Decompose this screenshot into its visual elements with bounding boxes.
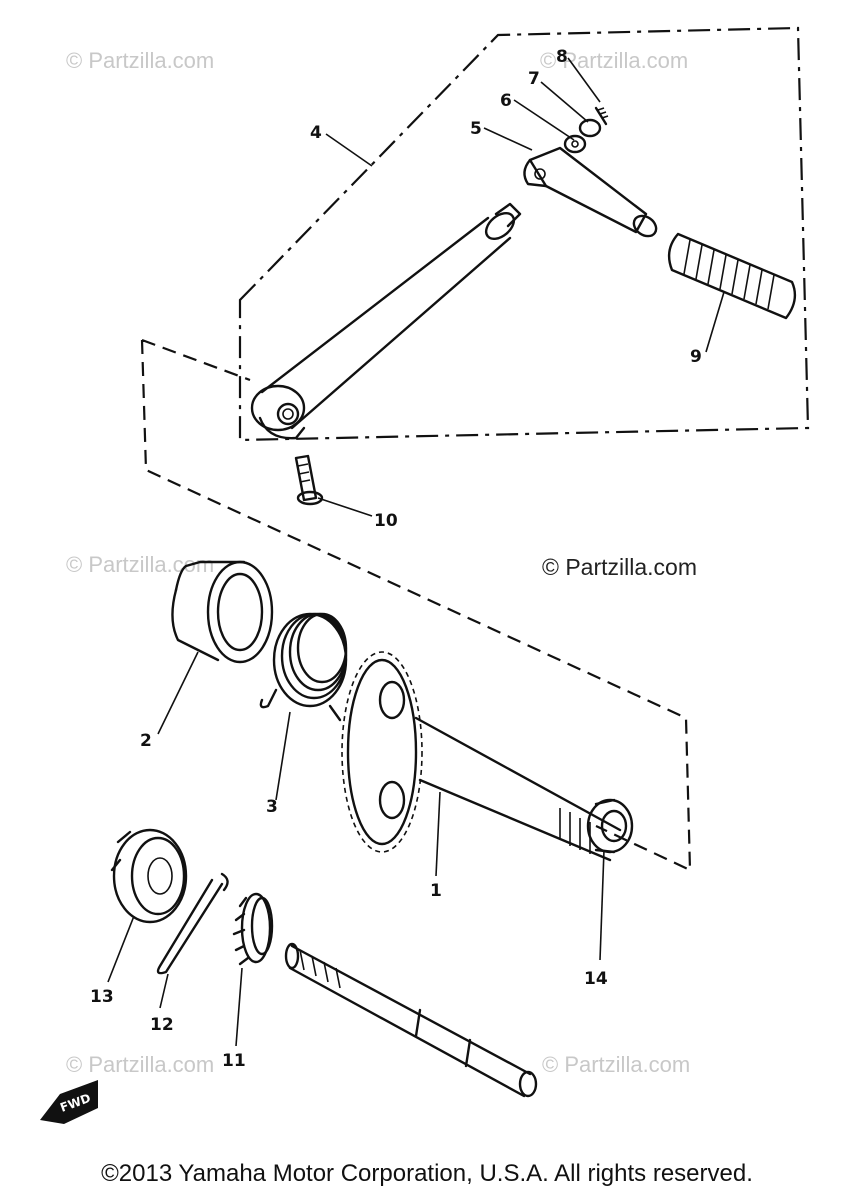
kick-grip <box>667 232 797 320</box>
callout-6: 6 <box>500 91 512 111</box>
kick-axle <box>284 942 538 1098</box>
watermark-mid-right: © Partzilla.com <box>542 554 697 580</box>
callout-4: 4 <box>310 123 322 143</box>
watermark-bottom-left: © Partzilla.com <box>66 1052 214 1077</box>
kick-crank-arm <box>250 202 522 440</box>
kick-idle-gear <box>232 892 274 966</box>
kick-pedal-lever <box>523 146 658 238</box>
pinch-bolt <box>294 454 324 506</box>
watermark-bottom-right: © Partzilla.com <box>542 1052 690 1077</box>
callout-8: 8 <box>556 47 568 67</box>
watermark-top-left: © Partzilla.com <box>66 48 214 73</box>
callout-10: 10 <box>374 511 398 531</box>
callout-7: 7 <box>528 69 540 89</box>
oil-seal <box>586 798 634 854</box>
callout-2: 2 <box>140 731 152 751</box>
callout-14: 14 <box>584 969 608 989</box>
callout-5: 5 <box>470 119 482 139</box>
kick-shaft-gear <box>341 651 622 862</box>
torsion-spring <box>259 612 348 722</box>
shaft-alignment-outline <box>140 338 692 872</box>
washer-nut-bolt <box>563 106 609 154</box>
kick-crank-assembly-outline <box>238 26 810 442</box>
watermark-top-right: © Partzilla.com <box>540 48 688 73</box>
fwd-arrow-icon: FWD <box>40 1080 98 1124</box>
callout-9: 9 <box>690 347 702 367</box>
spring-clip <box>156 872 229 975</box>
callout-13: 13 <box>90 987 114 1007</box>
spring-cover <box>171 560 274 664</box>
callout-11: 11 <box>222 1051 246 1071</box>
callout-12: 12 <box>150 1015 174 1035</box>
callout-1: 1 <box>430 881 442 901</box>
copyright-notice: ©2013 Yamaha Motor Corporation, U.S.A. A… <box>101 1160 753 1187</box>
callout-3: 3 <box>266 797 278 817</box>
ratchet-wheel <box>110 828 188 924</box>
callout-leaders <box>107 57 725 1047</box>
